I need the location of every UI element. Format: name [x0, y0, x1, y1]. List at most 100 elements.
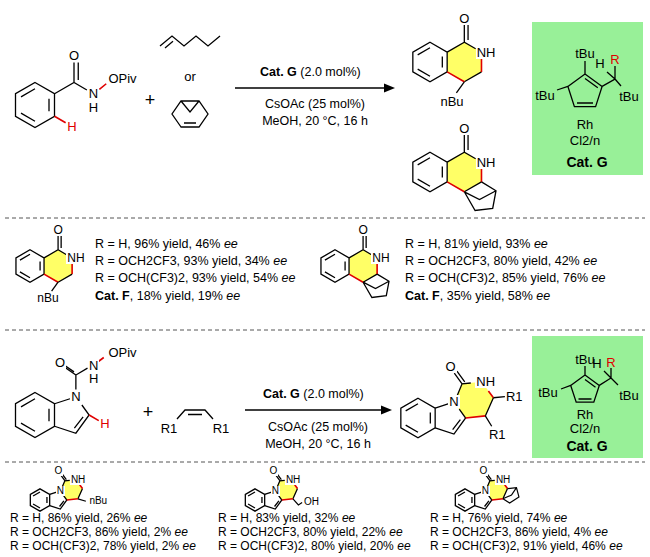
substituent-label: nBu [439, 95, 464, 108]
result-text: R = H, 86% yield, 26% [10, 512, 130, 524]
result-text: ee [175, 526, 188, 538]
catalyst-box: tButBuRHtBuRhCl2/nCat. G [532, 336, 643, 458]
atom-label: O [458, 122, 470, 135]
atom-label: NH [476, 46, 497, 59]
catalyst-label: Cl2/n [570, 134, 600, 147]
atom-label: O [458, 12, 470, 25]
atom-label: O [357, 224, 368, 236]
indole-amide-structure [16, 358, 104, 438]
result-text: R = OCH2CF3, 86% yield, 4% [430, 526, 591, 538]
catalyst-label: Cat. G [566, 155, 607, 169]
atom-label: N [88, 87, 99, 100]
result-text: R = OCH(CF3)2, 80% yield, 20% [218, 540, 394, 552]
substituent-label: R1 [505, 390, 524, 403]
product-structure [321, 235, 389, 297]
condition-text: Cat. G [263, 388, 300, 401]
substituent-label: R1 [213, 422, 230, 435]
reaction-arrow [235, 87, 386, 88]
result-text: R = H, 96% yield, 46% [95, 238, 220, 251]
atom-label: NH [495, 475, 511, 485]
result-text: ee [397, 540, 410, 552]
result-text: ee [224, 238, 238, 251]
atom-label: H [66, 120, 77, 133]
substituent-label: R1 [488, 428, 507, 441]
atom-label: H [88, 101, 99, 114]
arrow-head [384, 84, 395, 93]
product-structure [455, 474, 519, 512]
norbornene-structure [172, 101, 208, 127]
condition-text: MeOH, 20 °C, 16 h [265, 438, 371, 451]
plus-sign: + [145, 91, 156, 109]
result-text: Cat. F [95, 290, 130, 303]
product-structure [16, 235, 72, 291]
result-text: R = OCH2CF3, 80% yield, 22% [218, 526, 386, 538]
atom-label: O [478, 466, 488, 476]
atom-label: NH [66, 252, 85, 264]
or-word: or [184, 70, 196, 83]
condition-text: CsOAc (25 mol%) [265, 98, 365, 111]
arrow-head [381, 406, 392, 415]
hexene-structure [160, 36, 220, 48]
alkene-structure [177, 410, 213, 419]
cp-ligand [561, 366, 618, 402]
result-text: ee [554, 512, 567, 524]
result-text: R = H, 83% yield, 32% [218, 512, 338, 524]
atom-label: N [56, 486, 65, 496]
product-structure [245, 474, 302, 512]
atom-label: NH [371, 252, 390, 264]
result-text: R = OCH2CF3, 80% yield, 42% [405, 255, 580, 268]
catalyst-label: tBu [575, 353, 595, 366]
atom-label: OPiv [107, 346, 137, 359]
result-text: R = OCH(CF3)2, 93% yield, 54% [95, 272, 278, 285]
result-text: R = OCH(CF3)2, 78% yield, 2% [10, 540, 179, 552]
atom-label: N [70, 390, 81, 403]
catalyst-label: Rh [577, 408, 594, 421]
catalyst-label: Cl2/n [570, 422, 600, 435]
atom-label: O [444, 360, 456, 373]
result-text: ee [273, 255, 287, 268]
catalyst-label: R [606, 356, 615, 369]
result-text: Cat. F [405, 290, 440, 303]
catalyst-label: H [592, 357, 601, 370]
result-text: ee [134, 512, 147, 524]
atom-label: O [53, 466, 63, 476]
condition-text: Cat. G [260, 66, 297, 79]
condition-text: (2.0 mol%) [303, 388, 363, 401]
cp-ligand [557, 61, 621, 107]
result-text: ee [183, 540, 196, 552]
catalyst-label: tBu [538, 386, 558, 399]
condition-text: MeOH, 20 °C, 16 h [262, 115, 368, 128]
result-text: R = OCH2CF3, 93% yield, 34% [95, 255, 270, 268]
atom-label: OPiv [107, 72, 137, 85]
substituent-label: OH [303, 497, 320, 507]
result-text: , 35% yield, 58% [440, 290, 533, 303]
divider-line [5, 330, 645, 331]
result-text: ee [595, 526, 608, 538]
atom-label: N [448, 395, 459, 408]
divider-line [5, 218, 645, 219]
substituent-label: R1 [161, 422, 178, 435]
result-text: ee [282, 272, 296, 285]
atom-label: O [54, 356, 66, 369]
result-text: ee [609, 540, 622, 552]
divider-line [5, 462, 645, 463]
result-text: ee [534, 238, 548, 251]
atom-label: NH [475, 375, 496, 388]
catalyst-label: tBu [619, 389, 639, 402]
atom-label: N [271, 486, 280, 496]
result-text: R = OCH2CF3, 86% yield, 2% [10, 526, 171, 538]
result-text: ee [226, 290, 240, 303]
result-text: ee [389, 526, 402, 538]
product-structure [30, 474, 86, 512]
catalyst-label: tBu [535, 89, 555, 102]
catalyst-box: tButBuRHtBuRhCl2/nCat. G [532, 22, 643, 175]
atom-label: NH [285, 475, 301, 485]
result-text: ee [583, 255, 597, 268]
catalyst-label: Rh [577, 118, 594, 131]
product-structure [413, 135, 496, 211]
catalyst-label: R [610, 53, 619, 66]
atom-label: N [88, 359, 99, 372]
atom-label: NH [70, 475, 86, 485]
atom-label: O [52, 224, 63, 236]
result-text: R = H, 81% yield, 93% [405, 238, 530, 251]
